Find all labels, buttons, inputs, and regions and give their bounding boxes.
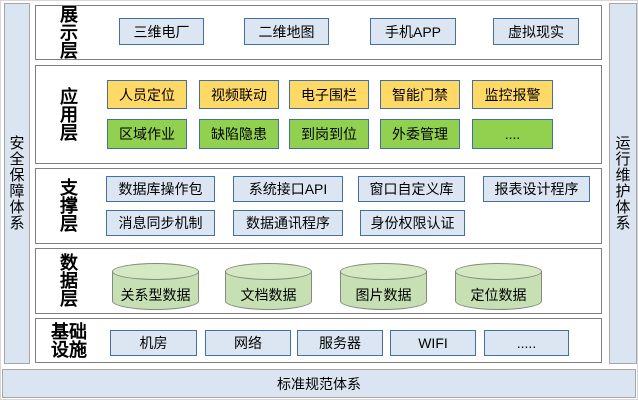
module-box-infrastructure: 服务器	[297, 330, 383, 356]
cylinder-lid	[340, 263, 427, 280]
layer-panel-data: 数据层 关系型数据文档数据图片数据定位数据	[35, 248, 602, 314]
database-cylinder: 定位数据	[455, 263, 542, 310]
layer-panel-presentation: 展示层 三维电厂 二维地图 手机APP 虚拟现实	[35, 5, 602, 60]
module-box-support: 身份权限认证	[360, 210, 465, 236]
module-box-application: 视频联动	[199, 80, 279, 109]
module-box-infrastructure: 机房	[110, 330, 197, 356]
module-box-application: 监控报警	[472, 80, 553, 109]
layer-label-col: 展示层	[40, 4, 98, 61]
bottom-bar-standards: 标准规范体系	[2, 369, 636, 398]
module-box-application: 智能门禁	[380, 80, 460, 109]
layer-label-presentation: 展示层	[60, 4, 78, 61]
layer-panel-infrastructure: 基础设施机房网络服务器 WIFI.....	[35, 318, 602, 363]
left-bar-label: 安全保障体系	[9, 134, 25, 232]
module-box-application: 电子围栏	[289, 80, 369, 109]
database-cylinder: 文档数据	[225, 263, 312, 310]
layer-label-support: 支撑层	[60, 178, 78, 234]
layer-panel-application: 应用层 人员定位视频联动电子围栏智能门禁监控报警区域作业缺陷隐患到岗到位外委管理.…	[35, 65, 602, 164]
right-bar-operation-maintenance: 运行维护体系	[609, 3, 637, 364]
module-box-presentation: 手机APP	[370, 18, 456, 45]
module-box-presentation: 二维地图	[244, 18, 329, 45]
layer-label-col: 支撑层	[40, 169, 98, 243]
layer-label-col: 基础设施	[40, 319, 98, 362]
module-box-support: 报表设计程序	[483, 176, 590, 202]
layer-label-col: 数据层	[40, 249, 98, 313]
layer-label-col: 应用层	[40, 66, 98, 163]
cylinder-lid	[225, 263, 312, 280]
module-box-presentation: 虚拟现实	[493, 18, 579, 45]
right-bar-label: 运行维护体系	[615, 134, 631, 232]
module-box-support: 系统接口API	[233, 176, 343, 202]
module-box-support: 数据通讯程序	[233, 210, 343, 236]
module-box-support: 窗口自定义库	[358, 176, 465, 202]
module-box-application: ....	[472, 119, 553, 149]
module-box-support: 数据库操作包	[106, 176, 215, 202]
layer-label-infrastructure: 基础设施	[51, 321, 87, 360]
module-box-infrastructure: .....	[484, 330, 569, 356]
database-cylinder: 图片数据	[340, 263, 427, 310]
layer-label-application: 应用层	[60, 86, 78, 143]
bottom-bar-label: 标准规范体系	[277, 375, 361, 392]
module-box-application: 外委管理	[380, 119, 460, 149]
module-box-application: 人员定位	[107, 80, 187, 109]
module-box-support: 消息同步机制	[106, 210, 215, 236]
module-box-application: 缺陷隐患	[199, 119, 279, 149]
module-box-application: 区域作业	[107, 119, 187, 149]
module-box-application: 到岗到位	[289, 119, 369, 149]
module-box-presentation: 三维电厂	[119, 18, 204, 45]
layer-label-data: 数据层	[60, 253, 78, 309]
layer-panel-support: 支撑层 数据库操作包系统接口API 窗口自定义库报表设计程序消息同步机制数据通讯程序…	[35, 168, 602, 244]
module-box-infrastructure: WIFI	[390, 330, 476, 356]
left-bar-security-system: 安全保障体系	[4, 3, 30, 364]
database-cylinder: 关系型数据	[112, 263, 199, 310]
cylinder-lid	[455, 263, 542, 280]
cylinder-lid	[112, 263, 199, 280]
module-box-infrastructure: 网络	[205, 330, 291, 356]
